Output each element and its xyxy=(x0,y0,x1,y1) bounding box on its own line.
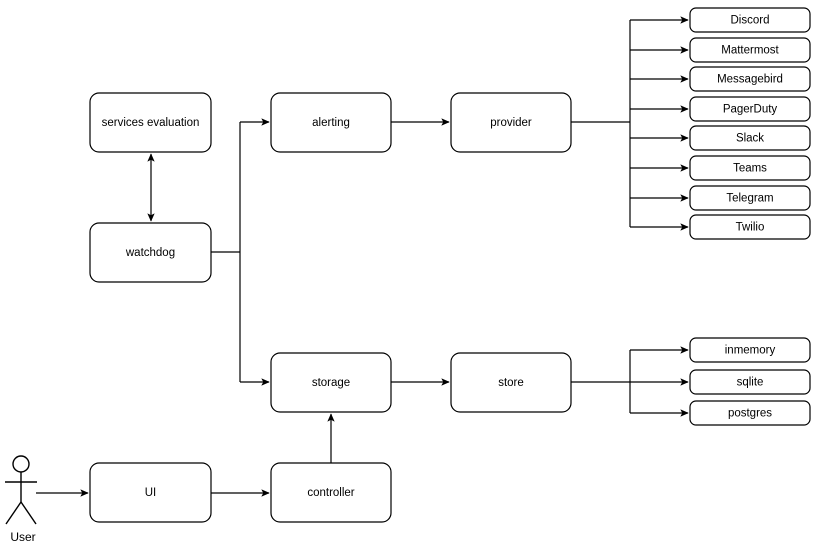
node-watchdog-label: watchdog xyxy=(125,247,175,259)
provider-target-2-box[interactable] xyxy=(689,66,811,92)
provider-target-6-label: Telegram xyxy=(726,193,773,205)
node-controller-box[interactable] xyxy=(270,462,392,523)
provider-target-5[interactable]: Teams xyxy=(689,155,811,181)
provider-target-1-box[interactable] xyxy=(689,37,811,63)
store-target-2-box[interactable] xyxy=(689,400,811,426)
node-watchdog[interactable]: watchdog xyxy=(89,222,212,283)
node-alerting-label: alerting xyxy=(312,117,350,129)
node-ui-label: UI xyxy=(145,487,157,499)
store-target-2[interactable]: postgres xyxy=(689,400,811,426)
store-target-1-label: sqlite xyxy=(737,377,764,389)
node-alerting-box[interactable] xyxy=(270,92,392,153)
node-services-evaluation-label: services evaluation xyxy=(102,117,200,129)
store-target-0-label: inmemory xyxy=(725,345,776,357)
provider-target-6[interactable]: Telegram xyxy=(689,185,811,211)
actor-leg-right-icon xyxy=(20,501,37,525)
store-target-0[interactable]: inmemory xyxy=(689,337,811,363)
provider-target-2-label: Messagebird xyxy=(717,74,783,86)
provider-target-0-box[interactable] xyxy=(689,7,811,33)
provider-target-7-label: Twilio xyxy=(736,222,765,234)
actor-user: User xyxy=(5,455,37,544)
actor-head-icon xyxy=(12,455,30,473)
node-store-label: store xyxy=(498,377,524,389)
store-target-1[interactable]: sqlite xyxy=(689,369,811,395)
provider-target-3-label: PagerDuty xyxy=(723,104,778,116)
provider-target-3[interactable]: PagerDuty xyxy=(689,96,811,122)
provider-target-4-box[interactable] xyxy=(689,125,811,151)
node-store-box[interactable] xyxy=(450,352,572,413)
provider-target-7[interactable]: Twilio xyxy=(689,214,811,240)
provider-target-0-label: Discord xyxy=(731,15,770,27)
node-provider-box[interactable] xyxy=(450,92,572,153)
node-provider[interactable]: provider xyxy=(450,92,572,153)
node-provider-label: provider xyxy=(490,117,532,129)
node-ui-box[interactable] xyxy=(89,462,212,523)
provider-target-1[interactable]: Mattermost xyxy=(689,37,811,63)
node-storage[interactable]: storage xyxy=(270,352,392,413)
provider-target-7-box[interactable] xyxy=(689,214,811,240)
provider-target-4[interactable]: Slack xyxy=(689,125,811,151)
node-alerting[interactable]: alerting xyxy=(270,92,392,153)
provider-target-5-box[interactable] xyxy=(689,155,811,181)
actor-leg-left-icon xyxy=(5,501,22,525)
provider-target-3-box[interactable] xyxy=(689,96,811,122)
node-storage-box[interactable] xyxy=(270,352,392,413)
node-watchdog-box[interactable] xyxy=(89,222,212,283)
node-controller-label: controller xyxy=(307,487,354,499)
actor-label: User xyxy=(10,530,35,544)
node-store[interactable]: store xyxy=(450,352,572,413)
store-target-1-box[interactable] xyxy=(689,369,811,395)
node-services-evaluation-box[interactable] xyxy=(89,92,212,153)
node-storage-label: storage xyxy=(312,377,350,389)
node-services-evaluation[interactable]: services evaluation xyxy=(89,92,212,153)
node-controller[interactable]: controller xyxy=(270,462,392,523)
store-target-0-box[interactable] xyxy=(689,337,811,363)
store-target-2-label: postgres xyxy=(728,408,772,420)
provider-target-4-label: Slack xyxy=(736,133,764,145)
provider-target-0[interactable]: Discord xyxy=(689,7,811,33)
provider-target-5-label: Teams xyxy=(733,163,767,175)
node-ui[interactable]: UI xyxy=(89,462,212,523)
provider-target-6-box[interactable] xyxy=(689,185,811,211)
provider-target-1-label: Mattermost xyxy=(721,45,779,57)
provider-target-2[interactable]: Messagebird xyxy=(689,66,811,92)
